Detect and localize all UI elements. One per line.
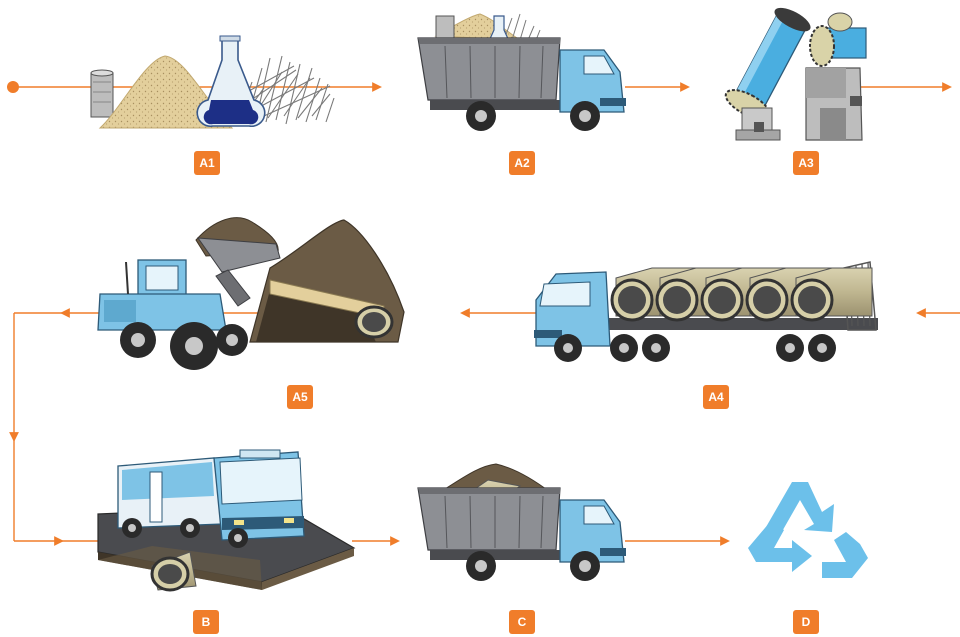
stage-a1-illustration (91, 36, 334, 128)
stage-badge-d: D (793, 610, 819, 634)
recycle-icon (748, 482, 868, 578)
stage-badge-a2: A2 (509, 151, 535, 175)
pipe-stack (612, 268, 872, 320)
stage-badge-c: C (509, 610, 535, 634)
stage-a3-illustration (722, 1, 866, 140)
stage-b-illustration (98, 450, 354, 590)
stage-badge-a3: A3 (793, 151, 819, 175)
start-dot (7, 81, 19, 93)
stage-badge-b: B (193, 610, 219, 634)
stage-a5-illustration (98, 218, 404, 370)
stage-a4-illustration (534, 262, 878, 362)
stage-a2-illustration (418, 14, 626, 131)
stage-badge-a4: A4 (703, 385, 729, 409)
stage-badge-a5: A5 (287, 385, 313, 409)
stage-badge-a1: A1 (194, 151, 220, 175)
stage-c-illustration (418, 464, 626, 581)
